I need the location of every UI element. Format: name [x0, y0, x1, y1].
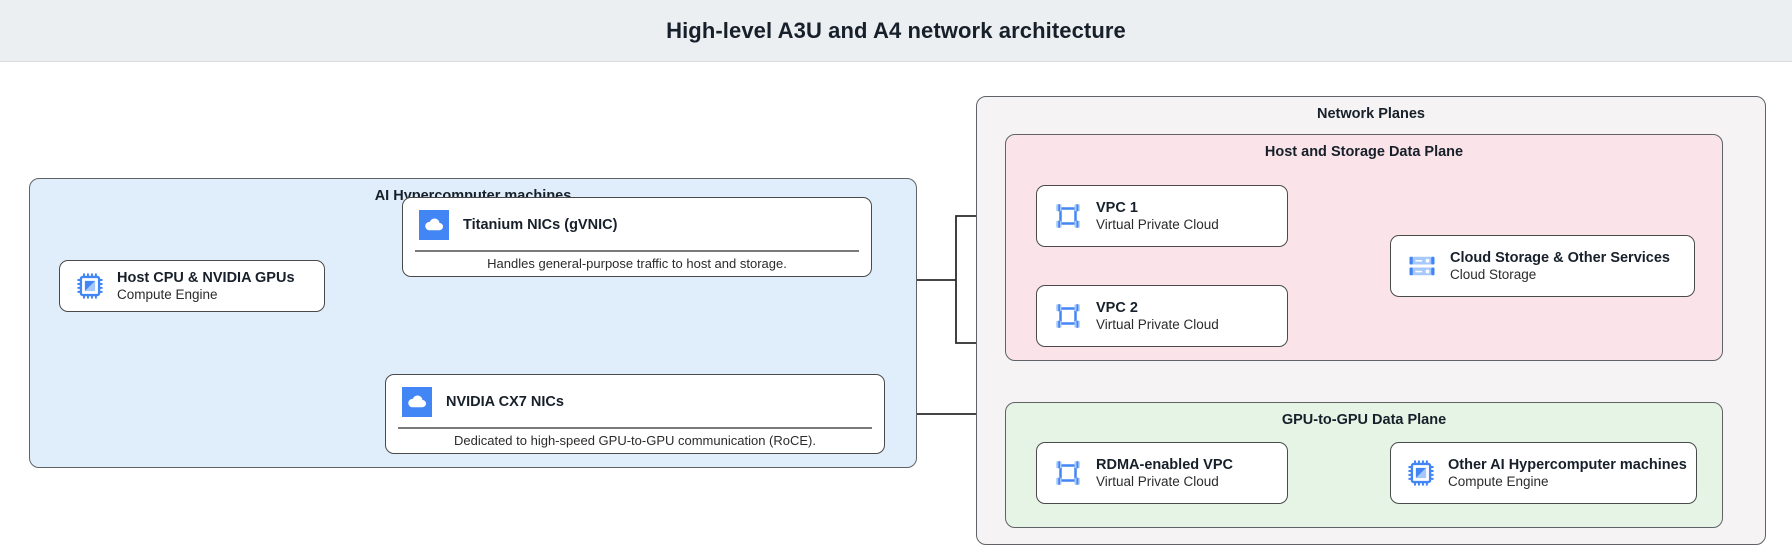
cpu-chip-icon: [1407, 459, 1435, 487]
node-rdma-enabled-vpc[interactable]: RDMA-enabled VPC Virtual Private Cloud: [1036, 442, 1288, 504]
card-header: Titanium NICs (gVNIC): [403, 198, 871, 250]
node-subtitle: Virtual Private Cloud: [1096, 216, 1219, 232]
node-description: Dedicated to high-speed GPU-to-GPU commu…: [454, 433, 816, 449]
node-title: Cloud Storage & Other Services: [1450, 249, 1670, 266]
node-vpc-1[interactable]: VPC 1 Virtual Private Cloud: [1036, 185, 1288, 247]
card-header: NVIDIA CX7 NICs: [386, 375, 884, 427]
vpc-icon: [1053, 458, 1083, 488]
node-title: VPC 1: [1096, 199, 1138, 216]
node-title: Titanium NICs (gVNIC): [463, 217, 618, 233]
group-label-network-planes: Network Planes: [1317, 106, 1425, 122]
node-title: RDMA-enabled VPC: [1096, 456, 1233, 473]
node-description: Handles general-purpose traffic to host …: [487, 256, 787, 272]
node-cloud-storage-other-services[interactable]: Cloud Storage & Other Services Cloud Sto…: [1390, 235, 1695, 297]
cpu-chip-icon: [76, 272, 104, 300]
node-titanium-nics[interactable]: Titanium NICs (gVNIC) Handles general-pu…: [402, 197, 872, 277]
page-header: High-level A3U and A4 network architectu…: [0, 0, 1792, 62]
node-title: NVIDIA CX7 NICs: [446, 394, 564, 410]
group-label-host-storage-plane: Host and Storage Data Plane: [1264, 144, 1464, 160]
node-subtitle: Compute Engine: [1448, 473, 1549, 489]
group-label-gpu-plane: GPU-to-GPU Data Plane: [1281, 412, 1447, 428]
node-subtitle: Compute Engine: [117, 286, 218, 302]
cloud-storage-icon: [1407, 251, 1437, 281]
node-other-ai-hypercomputer-machines[interactable]: Other AI Hypercomputer machines Compute …: [1390, 442, 1697, 504]
divider: [415, 250, 859, 252]
node-vpc-2[interactable]: VPC 2 Virtual Private Cloud: [1036, 285, 1288, 347]
node-title: Host CPU & NVIDIA GPUs: [117, 269, 295, 286]
node-title: Other AI Hypercomputer machines: [1448, 456, 1687, 473]
diagram-canvas: AI Hypercomputer machines Network Planes…: [0, 62, 1792, 560]
vpc-icon: [1053, 201, 1083, 231]
node-title: VPC 2: [1096, 299, 1138, 316]
node-subtitle: Cloud Storage: [1450, 266, 1537, 282]
node-subtitle: Virtual Private Cloud: [1096, 473, 1219, 489]
page-title: High-level A3U and A4 network architectu…: [666, 17, 1126, 43]
node-subtitle: Virtual Private Cloud: [1096, 316, 1219, 332]
cloud-icon: [419, 210, 449, 240]
node-host-cpu-nvidia-gpus[interactable]: Host CPU & NVIDIA GPUs Compute Engine: [59, 260, 325, 312]
vpc-icon: [1053, 301, 1083, 331]
cloud-icon: [402, 387, 432, 417]
divider: [398, 427, 872, 429]
node-nvidia-cx7-nics[interactable]: NVIDIA CX7 NICs Dedicated to high-speed …: [385, 374, 885, 454]
